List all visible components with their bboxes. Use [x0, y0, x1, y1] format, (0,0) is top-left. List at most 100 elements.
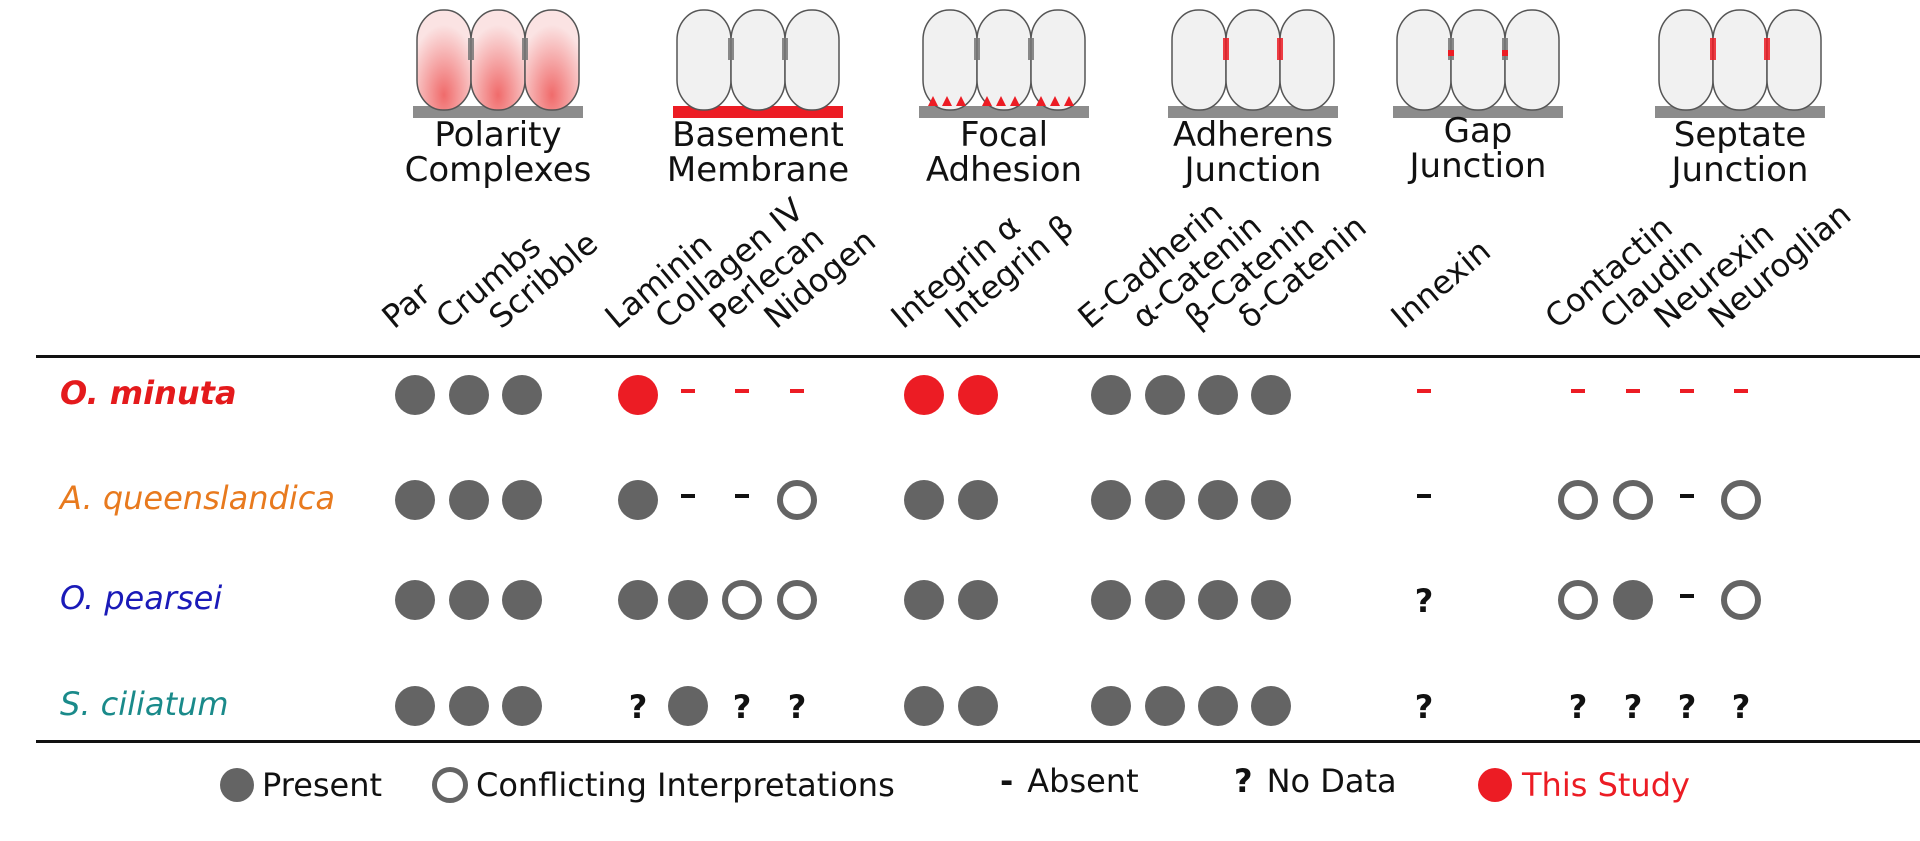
- present-dot: [1198, 580, 1238, 620]
- present-dot: [1091, 580, 1131, 620]
- group-title-line: Focal: [959, 115, 1049, 155]
- conflicting-ring: [1558, 580, 1598, 620]
- legend-nodata: ? No Data: [1234, 762, 1397, 800]
- absent-dash: [681, 494, 695, 498]
- absent-dash: [681, 389, 695, 393]
- absent-dash: [1680, 594, 1694, 598]
- absent-dash: [735, 389, 749, 393]
- absent-dash: [1734, 389, 1748, 393]
- present-dot: [668, 686, 708, 726]
- species-label: O. minuta: [60, 374, 237, 412]
- group-title-line: Gap: [1443, 111, 1513, 151]
- legend-this-study: This Study: [1478, 766, 1690, 804]
- conflicting-ring: [722, 580, 762, 620]
- present-dot: [904, 580, 944, 620]
- present-dot: [1145, 375, 1185, 415]
- present-dot: [395, 375, 435, 415]
- legend-present: Present: [220, 766, 382, 804]
- present-dot: [618, 480, 658, 520]
- present-dot: [1145, 480, 1185, 520]
- species-label: A. queenslandica: [60, 479, 335, 517]
- present-dot: [1251, 580, 1291, 620]
- bottom-divider: [36, 740, 1920, 743]
- group-title-line: Complexes: [404, 150, 592, 190]
- group-title-line: Junction: [1671, 150, 1809, 190]
- present-dot: [1198, 686, 1238, 726]
- group-title-line: Junction: [1184, 150, 1322, 190]
- absent-dash: [1680, 494, 1694, 498]
- present-dot: [502, 580, 542, 620]
- present-dot: [1613, 580, 1653, 620]
- question-mark-icon: ?: [1234, 762, 1253, 800]
- group-title-line: Basement: [672, 115, 844, 155]
- this-study-dot: [618, 375, 658, 415]
- present-dot: [449, 686, 489, 726]
- epithelium-basement-membrane-icon: [673, 9, 843, 118]
- present-dot: [1091, 375, 1131, 415]
- group-title-line: Polarity: [434, 115, 562, 155]
- no-data-mark: ?: [788, 688, 807, 726]
- epithelium-polarity-icon: [413, 9, 583, 118]
- present-dot: [1145, 686, 1185, 726]
- no-data-mark: ?: [1732, 688, 1751, 726]
- absent-dash: [1417, 494, 1431, 498]
- absent-dash: [1626, 389, 1640, 393]
- conflicting-ring: [777, 580, 817, 620]
- present-dot: [904, 686, 944, 726]
- present-dot: [502, 480, 542, 520]
- top-divider: [36, 355, 1920, 358]
- legend-conflicting: Conflicting Interpretations: [432, 766, 895, 804]
- group-title-line: Adhesion: [925, 150, 1083, 190]
- conflicting-ring: [1721, 480, 1761, 520]
- present-dot: [668, 580, 708, 620]
- present-dot: [958, 686, 998, 726]
- this-study-dot: [904, 375, 944, 415]
- epithelium-adherens-junction-icon: [1168, 9, 1338, 118]
- present-dot: [395, 686, 435, 726]
- present-dot: [449, 480, 489, 520]
- absent-dash: [1680, 389, 1694, 393]
- absent-dash: [1417, 389, 1431, 393]
- present-dot: [502, 375, 542, 415]
- this-study-dot-icon: [1478, 768, 1512, 802]
- present-dot: [395, 480, 435, 520]
- absent-dash: [735, 494, 749, 498]
- no-data-mark: ?: [1415, 688, 1434, 726]
- species-label: O. pearsei: [60, 579, 223, 617]
- conflicting-ring: [777, 480, 817, 520]
- present-dot-icon: [220, 768, 254, 802]
- no-data-mark: ?: [1678, 688, 1697, 726]
- legend-absent: - Absent: [1000, 762, 1139, 800]
- present-dot: [904, 480, 944, 520]
- no-data-mark: ?: [1624, 688, 1643, 726]
- conflicting-ring: [1721, 580, 1761, 620]
- group-title-line: Junction: [1409, 146, 1547, 186]
- absent-dash: [1571, 389, 1585, 393]
- present-dot: [958, 580, 998, 620]
- present-dot: [1198, 375, 1238, 415]
- species-label: S. ciliatum: [60, 685, 229, 723]
- present-dot: [395, 580, 435, 620]
- present-dot: [449, 375, 489, 415]
- no-data-mark: ?: [733, 688, 752, 726]
- present-dot: [502, 686, 542, 726]
- absent-dash: [790, 389, 804, 393]
- present-dot: [1251, 686, 1291, 726]
- absent-dash-icon: -: [1000, 762, 1014, 800]
- present-dot: [1091, 480, 1131, 520]
- no-data-mark: ?: [1569, 688, 1588, 726]
- present-dot: [618, 580, 658, 620]
- no-data-mark: ?: [629, 688, 648, 726]
- conflicting-ring-icon: [432, 767, 468, 803]
- group-title-line: Septate: [1673, 115, 1807, 155]
- present-dot: [958, 480, 998, 520]
- present-dot: [1145, 580, 1185, 620]
- group-title-line: Adherens: [1172, 115, 1334, 155]
- this-study-dot: [958, 375, 998, 415]
